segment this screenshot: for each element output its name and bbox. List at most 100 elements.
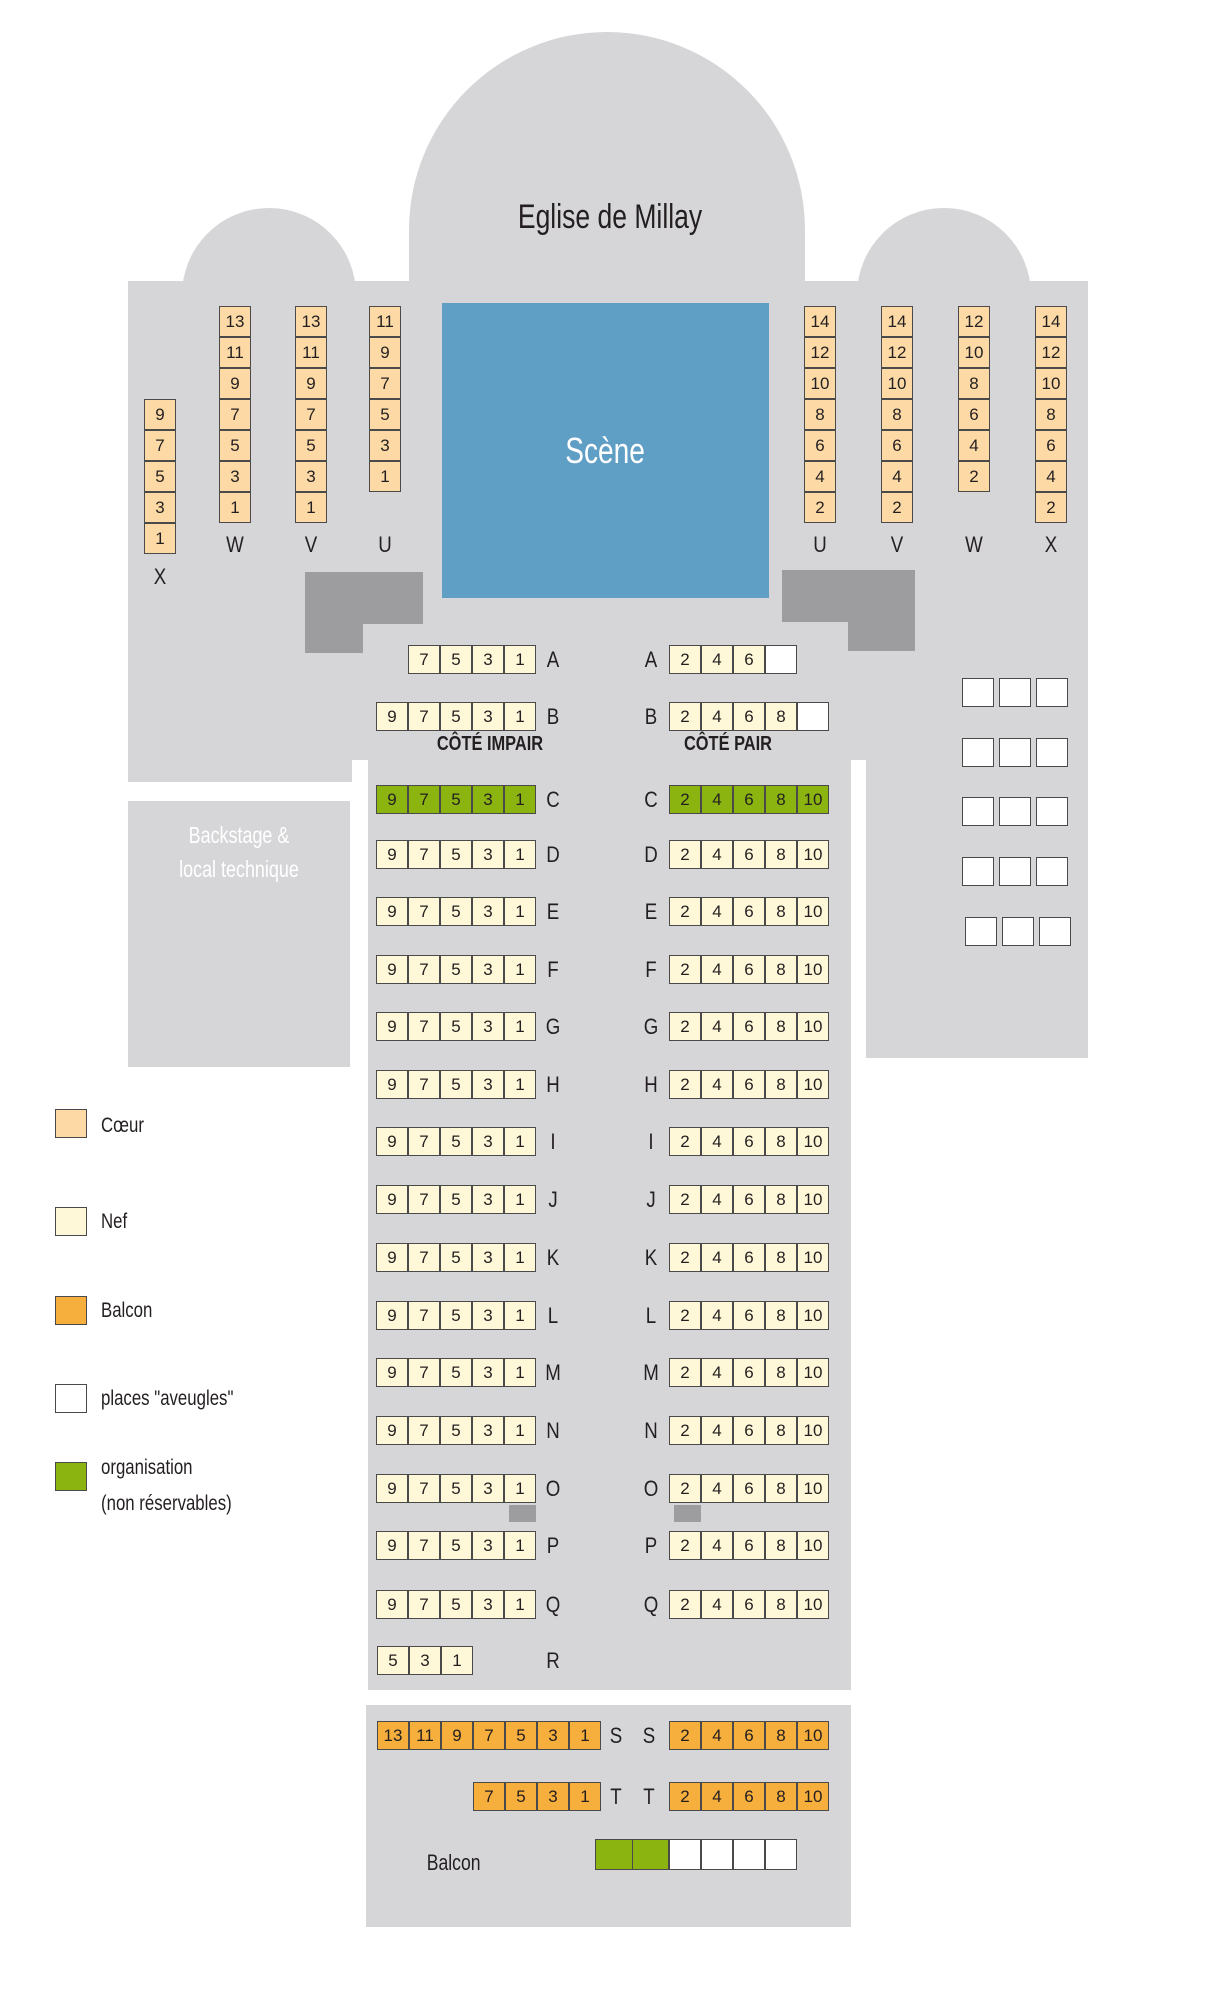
nave-seat-p-6[interactable]: 6 — [733, 1531, 765, 1560]
nave-seat-o-3[interactable]: 3 — [472, 1474, 504, 1503]
choir-seat-u-4[interactable]: 4 — [804, 461, 836, 492]
nave-seat-p-2[interactable]: 2 — [669, 1531, 701, 1560]
nave-seat-l-7[interactable]: 7 — [408, 1301, 440, 1330]
nave-seat-a-3[interactable]: 3 — [472, 645, 504, 674]
choir-seat-u-12[interactable]: 12 — [804, 337, 836, 368]
nave-seat-r-3[interactable]: 3 — [409, 1646, 441, 1675]
nave-seat-g-3[interactable]: 3 — [472, 1012, 504, 1041]
nave-seat-a-1[interactable]: 1 — [504, 645, 536, 674]
balcony-seat-s-8[interactable]: 8 — [765, 1721, 797, 1750]
balcony-seat-t-3[interactable]: 3 — [537, 1782, 569, 1811]
nave-seat-g-2[interactable]: 2 — [669, 1012, 701, 1041]
nave-seat-h-4[interactable]: 4 — [701, 1070, 733, 1099]
nave-seat-l-8[interactable]: 8 — [765, 1301, 797, 1330]
choir-seat-v-2[interactable]: 2 — [881, 492, 913, 523]
nave-seat-c-5[interactable]: 5 — [440, 785, 472, 814]
choir-seat-x-6[interactable]: 6 — [1035, 430, 1067, 461]
choir-seat-w-7[interactable]: 7 — [219, 399, 251, 430]
nave-seat-g-5[interactable]: 5 — [440, 1012, 472, 1041]
nave-seat-f-2[interactable]: 2 — [669, 955, 701, 984]
nave-seat-k-6[interactable]: 6 — [733, 1243, 765, 1272]
choir-seat-v-14[interactable]: 14 — [881, 306, 913, 337]
blind-seat-a[interactable] — [765, 645, 797, 674]
nave-seat-h-7[interactable]: 7 — [408, 1070, 440, 1099]
nave-seat-b-5[interactable]: 5 — [440, 702, 472, 731]
nave-seat-q-10[interactable]: 10 — [797, 1590, 829, 1619]
nave-seat-p-1[interactable]: 1 — [504, 1531, 536, 1560]
nave-seat-e-1[interactable]: 1 — [504, 897, 536, 926]
blind-grid-seat[interactable] — [1036, 797, 1068, 826]
nave-seat-f-6[interactable]: 6 — [733, 955, 765, 984]
nave-seat-p-7[interactable]: 7 — [408, 1531, 440, 1560]
nave-seat-i-7[interactable]: 7 — [408, 1127, 440, 1156]
nave-seat-l-10[interactable]: 10 — [797, 1301, 829, 1330]
nave-seat-h-3[interactable]: 3 — [472, 1070, 504, 1099]
nave-seat-d-9[interactable]: 9 — [376, 840, 408, 869]
nave-seat-o-5[interactable]: 5 — [440, 1474, 472, 1503]
nave-seat-q-9[interactable]: 9 — [376, 1590, 408, 1619]
nave-seat-e-2[interactable]: 2 — [669, 897, 701, 926]
nave-seat-n-4[interactable]: 4 — [701, 1416, 733, 1445]
nave-seat-g-4[interactable]: 4 — [701, 1012, 733, 1041]
choir-seat-u-6[interactable]: 6 — [804, 430, 836, 461]
nave-seat-p-10[interactable]: 10 — [797, 1531, 829, 1560]
nave-seat-n-8[interactable]: 8 — [765, 1416, 797, 1445]
nave-seat-i-10[interactable]: 10 — [797, 1127, 829, 1156]
nave-seat-m-1[interactable]: 1 — [504, 1358, 536, 1387]
blind-grid-seat[interactable] — [965, 917, 997, 946]
nave-seat-g-6[interactable]: 6 — [733, 1012, 765, 1041]
choir-seat-x-2[interactable]: 2 — [1035, 492, 1067, 523]
nave-seat-b-3[interactable]: 3 — [472, 702, 504, 731]
choir-seat-v-12[interactable]: 12 — [881, 337, 913, 368]
nave-seat-b-4[interactable]: 4 — [701, 702, 733, 731]
blind-grid-seat[interactable] — [999, 797, 1031, 826]
nave-seat-d-7[interactable]: 7 — [408, 840, 440, 869]
choir-seat-w-12[interactable]: 12 — [958, 306, 990, 337]
nave-seat-l-1[interactable]: 1 — [504, 1301, 536, 1330]
nave-seat-d-6[interactable]: 6 — [733, 840, 765, 869]
nave-seat-j-6[interactable]: 6 — [733, 1185, 765, 1214]
nave-seat-j-9[interactable]: 9 — [376, 1185, 408, 1214]
choir-seat-w-3[interactable]: 3 — [219, 461, 251, 492]
nave-seat-j-2[interactable]: 2 — [669, 1185, 701, 1214]
choir-seat-u-1[interactable]: 1 — [369, 461, 401, 492]
choir-seat-v-9[interactable]: 9 — [295, 368, 327, 399]
nave-seat-f-1[interactable]: 1 — [504, 955, 536, 984]
nave-seat-o-6[interactable]: 6 — [733, 1474, 765, 1503]
nave-seat-f-9[interactable]: 9 — [376, 955, 408, 984]
nave-seat-c-7[interactable]: 7 — [408, 785, 440, 814]
balcony-seat-s-2[interactable]: 2 — [669, 1721, 701, 1750]
choir-seat-u-14[interactable]: 14 — [804, 306, 836, 337]
nave-seat-j-10[interactable]: 10 — [797, 1185, 829, 1214]
nave-seat-n-10[interactable]: 10 — [797, 1416, 829, 1445]
choir-seat-v-6[interactable]: 6 — [881, 430, 913, 461]
nave-seat-j-5[interactable]: 5 — [440, 1185, 472, 1214]
nave-seat-k-3[interactable]: 3 — [472, 1243, 504, 1272]
nave-seat-d-10[interactable]: 10 — [797, 840, 829, 869]
nave-seat-m-8[interactable]: 8 — [765, 1358, 797, 1387]
nave-seat-i-1[interactable]: 1 — [504, 1127, 536, 1156]
choir-seat-u-10[interactable]: 10 — [804, 368, 836, 399]
nave-seat-m-6[interactable]: 6 — [733, 1358, 765, 1387]
nave-seat-q-2[interactable]: 2 — [669, 1590, 701, 1619]
blind-grid-seat[interactable] — [1002, 917, 1034, 946]
choir-seat-x-5[interactable]: 5 — [144, 461, 176, 492]
nave-seat-j-3[interactable]: 3 — [472, 1185, 504, 1214]
nave-seat-b-6[interactable]: 6 — [733, 702, 765, 731]
nave-seat-p-9[interactable]: 9 — [376, 1531, 408, 1560]
nave-seat-q-3[interactable]: 3 — [472, 1590, 504, 1619]
nave-seat-g-8[interactable]: 8 — [765, 1012, 797, 1041]
nave-seat-g-1[interactable]: 1 — [504, 1012, 536, 1041]
choir-seat-u-9[interactable]: 9 — [369, 337, 401, 368]
nave-seat-p-5[interactable]: 5 — [440, 1531, 472, 1560]
choir-seat-w-8[interactable]: 8 — [958, 368, 990, 399]
nave-seat-a-4[interactable]: 4 — [701, 645, 733, 674]
choir-seat-v-3[interactable]: 3 — [295, 461, 327, 492]
nave-seat-c-3[interactable]: 3 — [472, 785, 504, 814]
nave-seat-k-10[interactable]: 10 — [797, 1243, 829, 1272]
balcon-organisation-seat[interactable] — [632, 1839, 669, 1870]
nave-seat-o-4[interactable]: 4 — [701, 1474, 733, 1503]
nave-seat-n-7[interactable]: 7 — [408, 1416, 440, 1445]
choir-seat-x-1[interactable]: 1 — [144, 523, 176, 554]
nave-seat-m-2[interactable]: 2 — [669, 1358, 701, 1387]
